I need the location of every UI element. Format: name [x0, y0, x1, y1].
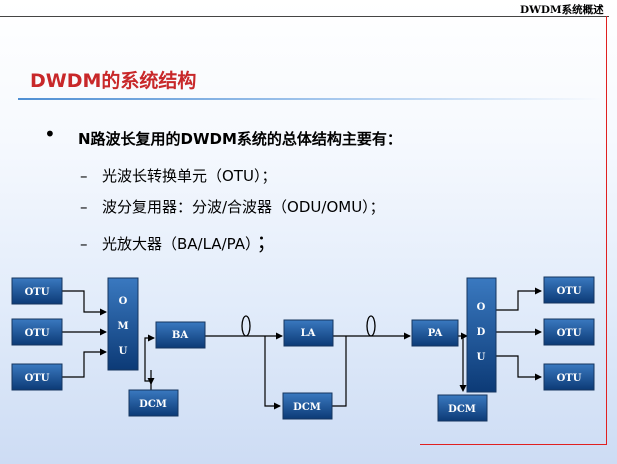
slide-title: DWDM的系统结构: [30, 70, 197, 92]
pa-box: PA: [411, 319, 459, 347]
svg-text:LA: LA: [301, 328, 316, 339]
svg-text:U: U: [477, 352, 486, 363]
svg-text:O: O: [119, 296, 128, 307]
dcm-box-line: DCM: [282, 392, 333, 420]
otu-box-right-3: OTU: [543, 363, 595, 391]
list-item-text: 波分复用器：分波/合波器（ODU/OMU）；: [102, 198, 385, 216]
svg-text:OTU: OTU: [557, 286, 582, 297]
otu-box-left-1: OTU: [11, 277, 63, 305]
dash-marker: –: [80, 198, 88, 216]
dcm-box-rx: DCM: [437, 394, 488, 422]
dwdm-structure-diagram: OTU OTU OTU O M U BA DCM LA DCM PA: [11, 276, 595, 422]
connector-lines: [62, 287, 542, 410]
svg-text:PA: PA: [428, 328, 443, 339]
list-item-text: 光放大器（BA/LA/PA）: [102, 235, 253, 253]
list-item-mux: –波分复用器：分波/合波器（ODU/OMU）；: [80, 193, 389, 217]
svg-text:O: O: [477, 302, 486, 313]
svg-text:D: D: [477, 327, 486, 338]
dash-marker: –: [80, 235, 88, 253]
svg-text:OTU: OTU: [557, 328, 582, 339]
dcm-box-tx: DCM: [128, 389, 179, 417]
svg-text:DCM: DCM: [293, 402, 321, 413]
fiber-coil-icon: [366, 315, 376, 337]
odu-box: O D U: [466, 277, 497, 393]
fiber-coil-icon: [241, 315, 251, 337]
list-item-text: 光波长转换单元（OTU）；: [102, 167, 277, 185]
list-item-otu: –光波长转换单元（OTU）；: [80, 162, 280, 186]
bullet-heading: N路波长复用的DWDM系统的总体结构主要有：: [78, 130, 402, 148]
dash-marker: –: [80, 167, 88, 185]
frame-line-horizontal: [420, 444, 607, 445]
ba-box: BA: [155, 321, 206, 349]
list-item-amplifier: –光放大器（BA/LA/PA）；: [80, 226, 276, 255]
list-item-trail: ；: [256, 230, 277, 254]
svg-text:OTU: OTU: [557, 373, 582, 384]
la-box: LA: [283, 319, 334, 347]
header-rule: [0, 16, 609, 17]
svg-text:DCM: DCM: [139, 399, 167, 410]
otu-box-left-3: OTU: [11, 363, 63, 391]
svg-text:OTU: OTU: [25, 373, 50, 384]
header-title: DWDM系统概述: [520, 4, 604, 16]
bullet-dot-icon: •: [44, 122, 56, 146]
title-underline: [18, 98, 602, 100]
fiber-coil-icons: [241, 315, 376, 337]
svg-text:OTU: OTU: [25, 328, 50, 339]
svg-text:DCM: DCM: [448, 404, 476, 415]
otu-box-left-2: OTU: [11, 318, 63, 346]
omu-box: O M U: [107, 277, 139, 371]
svg-text:U: U: [119, 346, 128, 357]
frame-line-vertical: [606, 16, 607, 445]
svg-text:OTU: OTU: [25, 287, 50, 298]
otu-box-right-1: OTU: [543, 276, 595, 304]
svg-text:M: M: [117, 321, 128, 332]
svg-text:BA: BA: [172, 330, 188, 341]
otu-box-right-2: OTU: [543, 318, 595, 346]
